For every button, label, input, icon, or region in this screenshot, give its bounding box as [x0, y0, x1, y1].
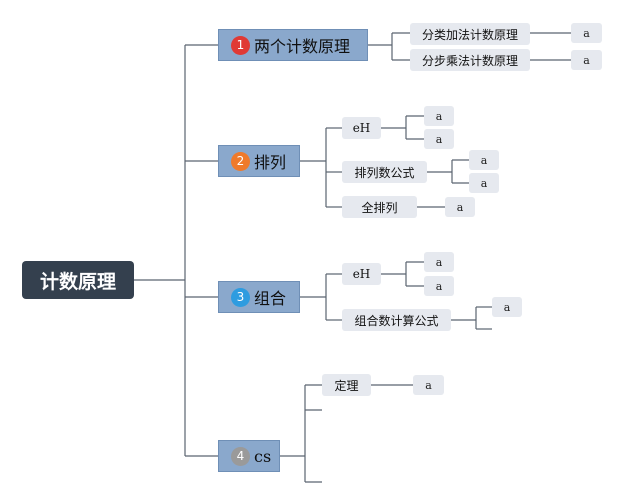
leaf-label: a — [435, 132, 443, 146]
leaf-node[interactable]: a — [571, 23, 602, 43]
branch-2-label: 排列 — [254, 153, 287, 172]
branch-4-node[interactable]: 4 cs — [218, 440, 280, 472]
branch-2-node[interactable]: 2 排列 — [218, 145, 300, 177]
leaf-node[interactable]: a — [424, 106, 454, 126]
branch-1-label: 两个计数原理 — [254, 37, 351, 56]
branch-4-label: cs — [254, 446, 272, 466]
leaf-label: a — [435, 255, 443, 269]
leaf-label: a — [456, 200, 464, 214]
sub-label: 全排列 — [361, 200, 398, 215]
leaf-label: a — [583, 53, 590, 67]
sub-node-addition-principle[interactable]: 分类加法计数原理 — [410, 23, 530, 45]
leaf-label: a — [425, 378, 432, 392]
sub-node-full-permutation[interactable]: 全排列 — [342, 196, 417, 218]
sub-label: eH — [352, 267, 371, 281]
sub-label: eH — [352, 121, 371, 135]
root-node[interactable]: 计数原理 — [22, 261, 134, 299]
sub-node-eh[interactable]: eH — [342, 117, 381, 139]
sub-node-permutation-formula[interactable]: 排列数公式 — [342, 161, 427, 183]
leaf-label: a — [480, 176, 488, 190]
leaf-node[interactable]: a — [469, 150, 499, 170]
leaf-label: a — [583, 26, 590, 40]
leaf-label: a — [435, 109, 443, 123]
leaf-node[interactable]: a — [469, 173, 499, 193]
leaf-node[interactable]: a — [413, 375, 444, 395]
leaf-node[interactable]: a — [424, 129, 454, 149]
root-label: 计数原理 — [39, 270, 116, 293]
number-3-badge: 3 — [231, 287, 250, 307]
number-1-badge: 1 — [231, 35, 250, 55]
leaf-label: a — [503, 300, 511, 314]
number-4-badge: 4 — [231, 446, 250, 466]
sub-label: 排列数公式 — [354, 165, 415, 180]
sub-node-eh[interactable]: eH — [342, 263, 381, 285]
sub-label: 组合数计算公式 — [354, 313, 439, 328]
number-2-badge: 2 — [231, 151, 250, 171]
branch-3-node[interactable]: 3 组合 — [218, 281, 300, 313]
leaf-node[interactable]: a — [571, 50, 602, 70]
leaf-node[interactable]: a — [424, 252, 454, 272]
sub-node-multiplication-principle[interactable]: 分步乘法计数原理 — [410, 49, 530, 71]
leaf-label: a — [435, 279, 443, 293]
sub-node-theorem[interactable]: 定理 — [322, 374, 371, 396]
leaf-node[interactable]: a — [492, 297, 522, 317]
leaf-label: a — [480, 153, 488, 167]
sub-label: 定理 — [334, 378, 359, 393]
branch-1-node[interactable]: 1 两个计数原理 — [218, 29, 368, 61]
leaf-node[interactable]: a — [445, 197, 475, 217]
branch-3-label: 组合 — [254, 289, 287, 308]
sub-node-combination-formula[interactable]: 组合数计算公式 — [342, 309, 451, 331]
leaf-node[interactable]: a — [424, 276, 454, 296]
sub-label: 分类加法计数原理 — [421, 27, 518, 42]
sub-label: 分步乘法计数原理 — [421, 53, 518, 68]
